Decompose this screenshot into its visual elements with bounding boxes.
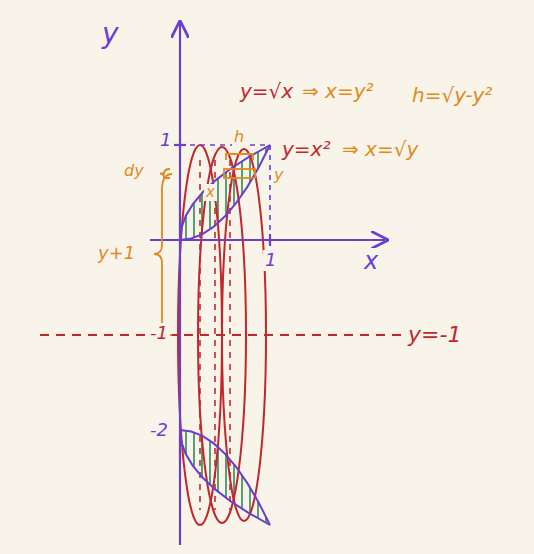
line-label: y=-1 — [406, 322, 463, 347]
tick-label: -1 — [148, 323, 170, 344]
tick-label: 1 — [263, 250, 278, 271]
radius-label: y+1 — [96, 243, 137, 264]
equation-label: y=x² — [280, 138, 332, 161]
axes — [150, 24, 385, 545]
variable-label: y — [272, 166, 285, 184]
axis-label: y — [100, 18, 121, 50]
thickness-label: dy — [122, 162, 146, 180]
tick-label: 1 — [158, 130, 173, 151]
guide-dashes — [180, 145, 270, 240]
axis-label: x — [362, 248, 380, 276]
equation-label: ⇒ x=y² — [300, 80, 376, 103]
formula-label: h=√y-y² — [410, 84, 494, 107]
tick-label: -2 — [148, 420, 170, 441]
equation-label: y=√x — [238, 80, 295, 103]
equation-label: ⇒ x=√y — [340, 138, 420, 161]
variable-label: x — [204, 184, 217, 201]
strip-marks — [154, 154, 255, 335]
axis-of-rotation — [40, 334, 402, 336]
height-label: h — [232, 128, 246, 146]
